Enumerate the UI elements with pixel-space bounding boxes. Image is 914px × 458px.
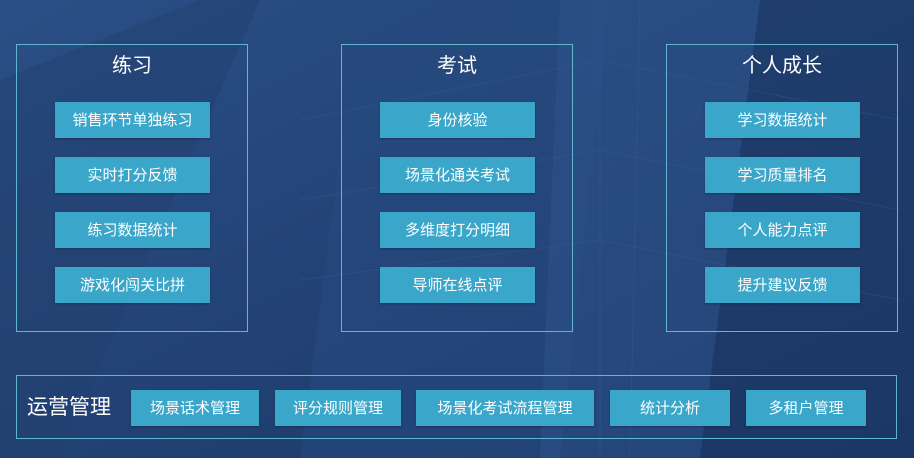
practice-item-sales-stage[interactable]: 销售环节单独练习 bbox=[55, 102, 210, 138]
exam-item-mentor-review[interactable]: 导师在线点评 bbox=[380, 267, 535, 303]
panel-practice: 练习 销售环节单独练习 实时打分反馈 练习数据统计 游戏化闯关比拼 bbox=[16, 44, 248, 332]
operations-bar: 运营管理 场景话术管理 评分规则管理 场景化考试流程管理 统计分析 多租户管理 bbox=[16, 375, 897, 439]
practice-item-realtime-score[interactable]: 实时打分反馈 bbox=[55, 157, 210, 193]
growth-item-quality-rank[interactable]: 学习质量排名 bbox=[705, 157, 860, 193]
ops-item-exam-flow-manage[interactable]: 场景化考试流程管理 bbox=[416, 390, 594, 426]
practice-item-data-stats[interactable]: 练习数据统计 bbox=[55, 212, 210, 248]
growth-item-learning-stats[interactable]: 学习数据统计 bbox=[705, 102, 860, 138]
panel-title: 考试 bbox=[437, 53, 477, 77]
ops-item-statistics[interactable]: 统计分析 bbox=[610, 390, 730, 426]
panel-title: 个人成长 bbox=[742, 53, 822, 77]
growth-item-ability-review[interactable]: 个人能力点评 bbox=[705, 212, 860, 248]
ops-item-multi-tenant[interactable]: 多租户管理 bbox=[746, 390, 866, 426]
ops-item-script-manage[interactable]: 场景话术管理 bbox=[131, 390, 259, 426]
growth-item-suggestion[interactable]: 提升建议反馈 bbox=[705, 267, 860, 303]
exam-item-score-detail[interactable]: 多维度打分明细 bbox=[380, 212, 535, 248]
panel-title: 练习 bbox=[112, 53, 152, 77]
exam-item-identity-verify[interactable]: 身份核验 bbox=[380, 102, 535, 138]
panel-exam: 考试 身份核验 场景化通关考试 多维度打分明细 导师在线点评 bbox=[341, 44, 573, 332]
ops-item-rule-manage[interactable]: 评分规则管理 bbox=[275, 390, 401, 426]
operations-title: 运营管理 bbox=[27, 395, 111, 419]
panel-growth: 个人成长 学习数据统计 学习质量排名 个人能力点评 提升建议反馈 bbox=[666, 44, 898, 332]
practice-item-gamified[interactable]: 游戏化闯关比拼 bbox=[55, 267, 210, 303]
exam-item-scenario-exam[interactable]: 场景化通关考试 bbox=[380, 157, 535, 193]
